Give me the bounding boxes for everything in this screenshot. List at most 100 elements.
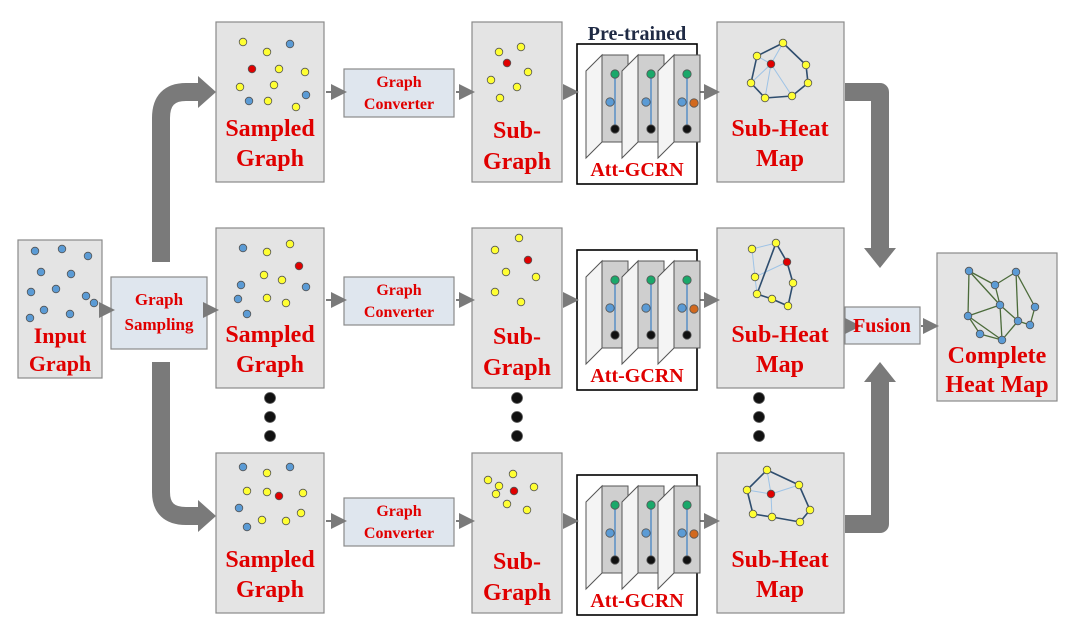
sub-graph-label: Sub-: [493, 118, 541, 144]
layer-node: [646, 500, 656, 510]
graph-edge: [770, 484, 800, 495]
sub-heat-map-box: [716, 21, 845, 183]
sub-graph-box: [471, 227, 563, 389]
complete-graph-node: [964, 266, 974, 276]
input-graph-label: Input: [34, 323, 87, 348]
graph-node: [748, 509, 758, 519]
graph-node: [523, 67, 533, 77]
graph-node: [257, 515, 267, 525]
graph-edge: [1015, 271, 1019, 322]
graph-edge: [771, 516, 801, 523]
ellipsis-dot: [753, 430, 765, 442]
graph-node: [752, 289, 762, 299]
graph-node: [285, 462, 295, 472]
graph-edge: [766, 469, 800, 486]
sampled-graph-box: [215, 452, 325, 614]
graph-node: [512, 82, 522, 92]
sampled-graph-label: Sampled: [225, 322, 315, 348]
layer-panel-side: [585, 53, 603, 160]
graph-node: [39, 305, 49, 315]
graph-node: [522, 505, 532, 515]
layer-node: [610, 124, 620, 134]
graph-node: [752, 51, 762, 61]
layer-node: [682, 500, 692, 510]
graph-node: [783, 301, 793, 311]
complete-graph-node: [995, 300, 1005, 310]
graph-node: [274, 64, 284, 74]
flow-arrows: [99, 84, 939, 529]
graph-node: [778, 38, 788, 48]
complete-heat-map-label: Complete: [948, 343, 1047, 369]
sampled-graph-label: Sampled: [225, 116, 315, 142]
graph-node: [30, 246, 40, 256]
graph-nodes: [25, 37, 1040, 591]
graph-edge: [764, 63, 772, 99]
graph-node: [238, 243, 248, 253]
graph-node: [25, 313, 35, 323]
complete-heat-map-box: [936, 252, 1058, 402]
graph-node: [750, 272, 760, 282]
graph-node: [483, 475, 493, 485]
graph-node: [805, 505, 815, 515]
layer-node: [677, 97, 687, 107]
graph-node: [509, 486, 519, 496]
ellipsis-dot: [264, 411, 276, 423]
graph-node: [294, 261, 304, 271]
ellipsis-dot: [511, 392, 523, 404]
graph-node: [262, 468, 272, 478]
graph-node: [494, 481, 504, 491]
ellipsis-dot: [264, 392, 276, 404]
graph-node: [502, 58, 512, 68]
layer-node: [641, 303, 651, 313]
graph-node: [57, 244, 67, 254]
layer-node: [677, 528, 687, 538]
graph-node: [495, 93, 505, 103]
graph-node: [65, 309, 75, 319]
sub-heat-map-box: [716, 227, 845, 389]
layer-node: [641, 97, 651, 107]
sub-heat-map-box: [716, 452, 845, 614]
graph-node: [747, 244, 757, 254]
layer-node: [605, 528, 615, 538]
sub-heat-map-label: Map: [756, 352, 804, 378]
graph-edge: [968, 270, 1001, 306]
layer-node: [610, 330, 620, 340]
graph-node: [83, 251, 93, 261]
graph-node: [277, 275, 287, 285]
pre-trained-label: Pre-trained: [588, 23, 687, 45]
branch-arrow-top-head: [198, 76, 216, 108]
graph-sampling-label: Sampling: [125, 315, 194, 334]
ellipsis-dot: [511, 430, 523, 442]
graph-node: [782, 257, 792, 267]
graph-node: [89, 298, 99, 308]
layer-panel-side: [621, 259, 639, 366]
graph-node: [238, 37, 248, 47]
graph-node: [262, 487, 272, 497]
complete-graph-node: [1011, 267, 1021, 277]
graph-node: [244, 96, 254, 106]
att-gcrn-label: Att-GCRN: [590, 159, 684, 181]
graph-node: [259, 270, 269, 280]
sub-heat-map-label: Sub-Heat: [731, 547, 828, 573]
att-gcrn-label: Att-GCRN: [590, 590, 684, 612]
graph-node: [247, 64, 257, 74]
layer-node: [646, 124, 656, 134]
complete-graph-node: [997, 335, 1007, 345]
graph-node: [771, 238, 781, 248]
merge-arrow-top: [845, 83, 889, 250]
layer-panel-side: [657, 259, 675, 366]
graph-node: [516, 297, 526, 307]
graph-node: [66, 269, 76, 279]
graph-edge: [1015, 271, 1036, 308]
layer-node: [646, 330, 656, 340]
complete-graph-node: [975, 329, 985, 339]
input-graph-box: [17, 239, 103, 379]
layer-panel-side: [657, 484, 675, 591]
graph-node: [746, 78, 756, 88]
merge-arrow-top-head: [864, 248, 896, 268]
graph-node: [531, 272, 541, 282]
graph-node: [767, 512, 777, 522]
graph-edge: [756, 242, 777, 295]
graph-node: [514, 233, 524, 243]
